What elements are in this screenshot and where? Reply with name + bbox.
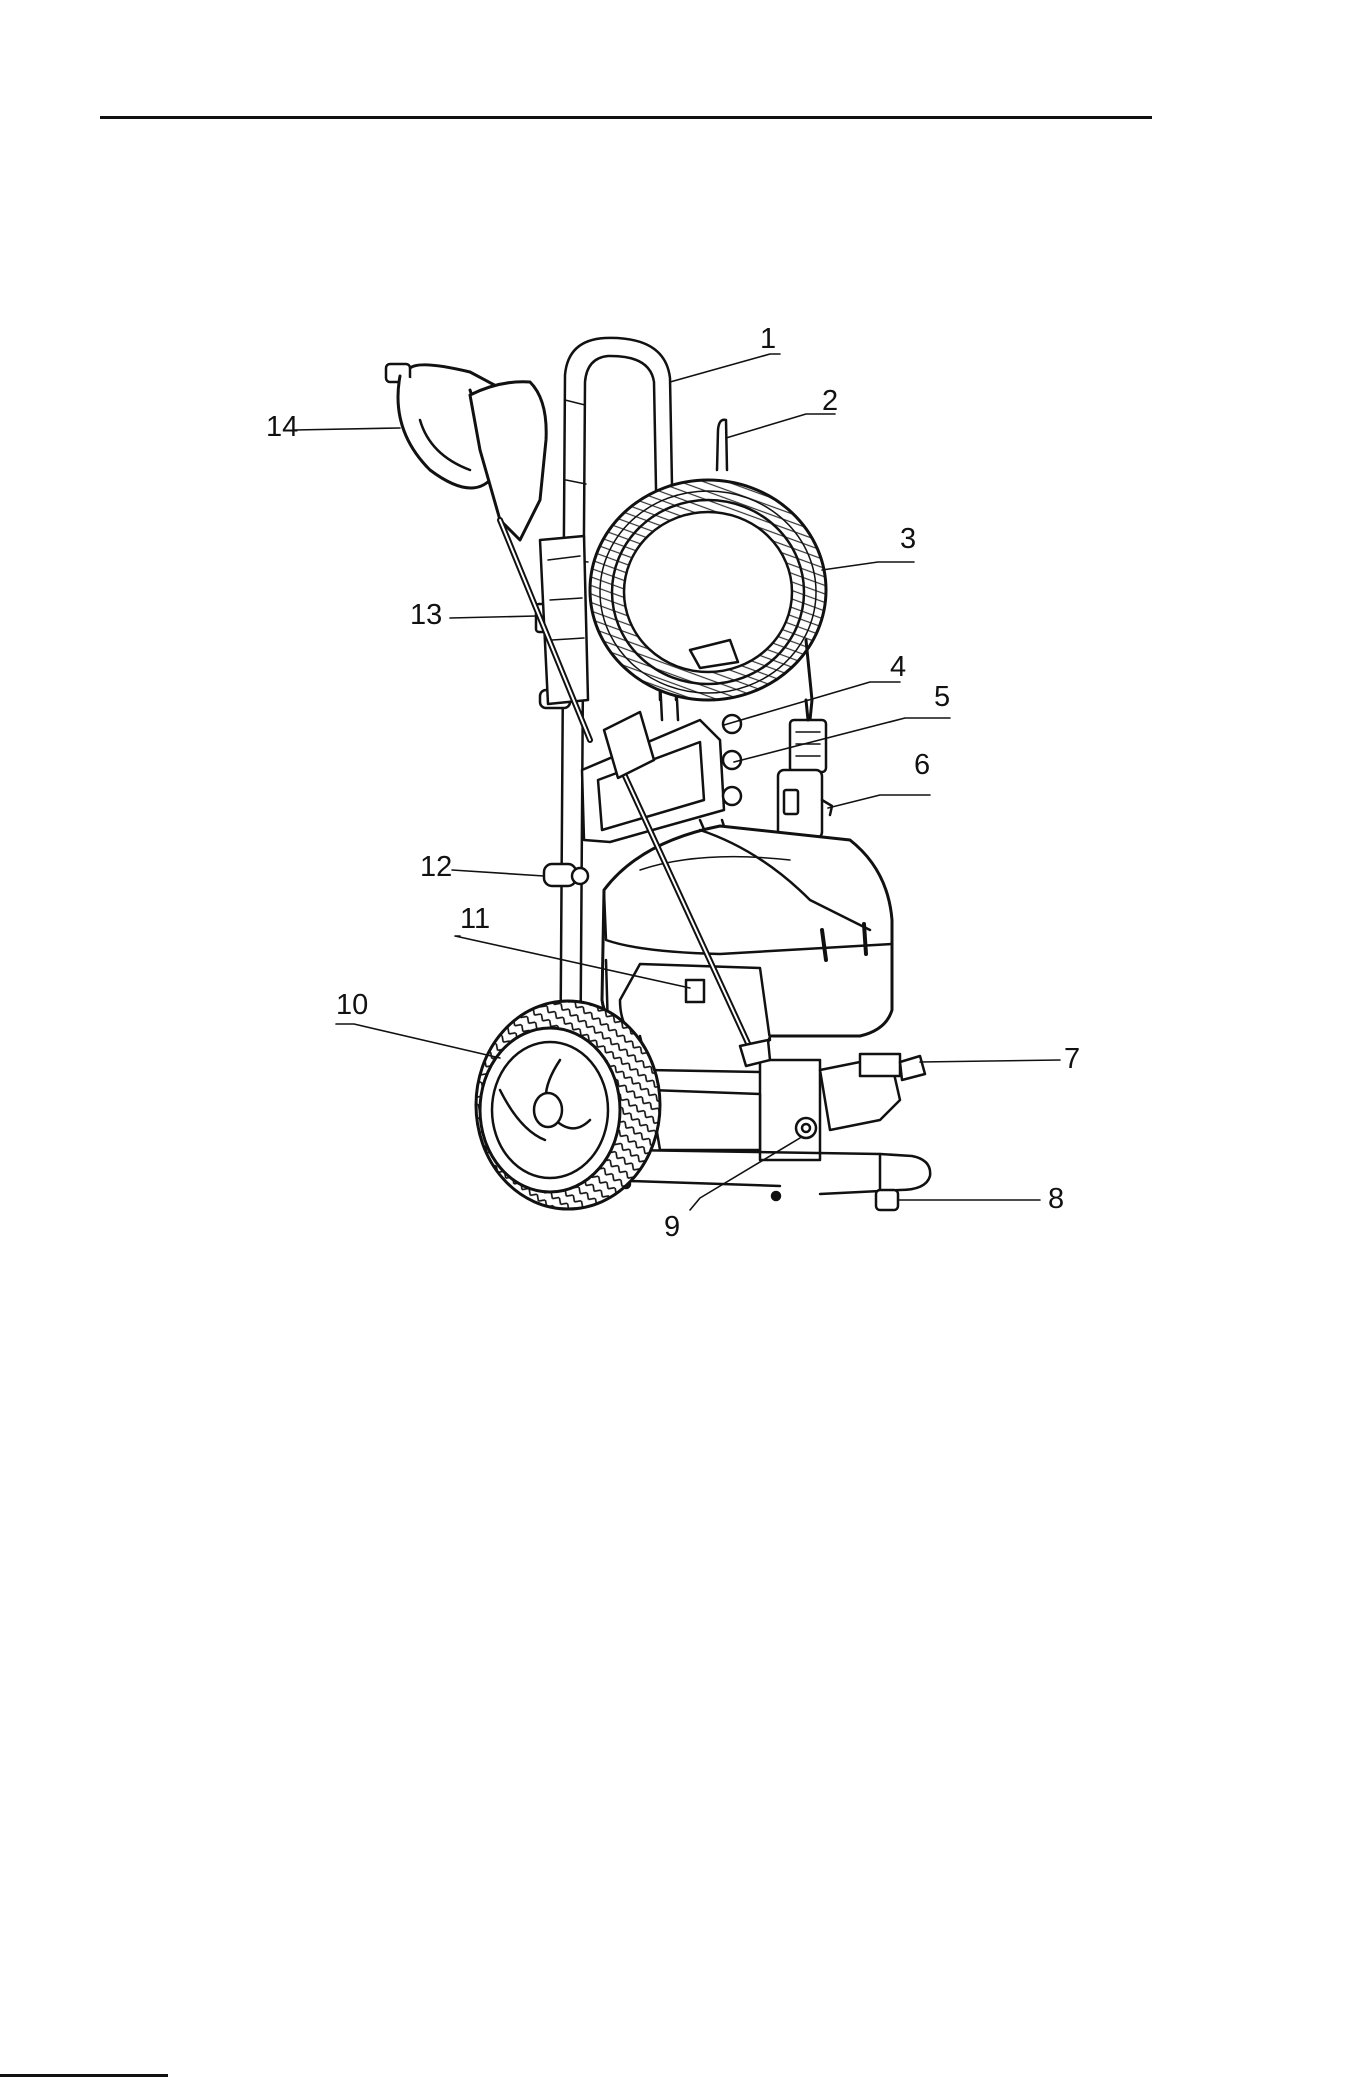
callout-1: 1 [760,323,776,355]
callout-14: 14 [266,411,298,443]
callout-2: 2 [822,385,838,417]
callout-13: 13 [410,599,442,631]
callout-6: 6 [914,749,930,781]
hose-hook [717,420,727,470]
callout-11: 11 [460,903,490,935]
callout-8: 8 [1048,1183,1064,1215]
motor-housing [602,826,892,1040]
callout-4: 4 [890,651,906,683]
gfci-plug [778,700,832,838]
callout-9: 9 [664,1211,680,1243]
wheel [476,1001,660,1209]
callout-7: 7 [1064,1043,1080,1075]
callout-10: 10 [336,989,368,1021]
callout-3: 3 [900,523,916,555]
callout-12: 12 [420,851,452,883]
footer-rule [0,2074,168,2077]
hose-reel [590,480,826,720]
callout-5: 5 [934,681,950,713]
